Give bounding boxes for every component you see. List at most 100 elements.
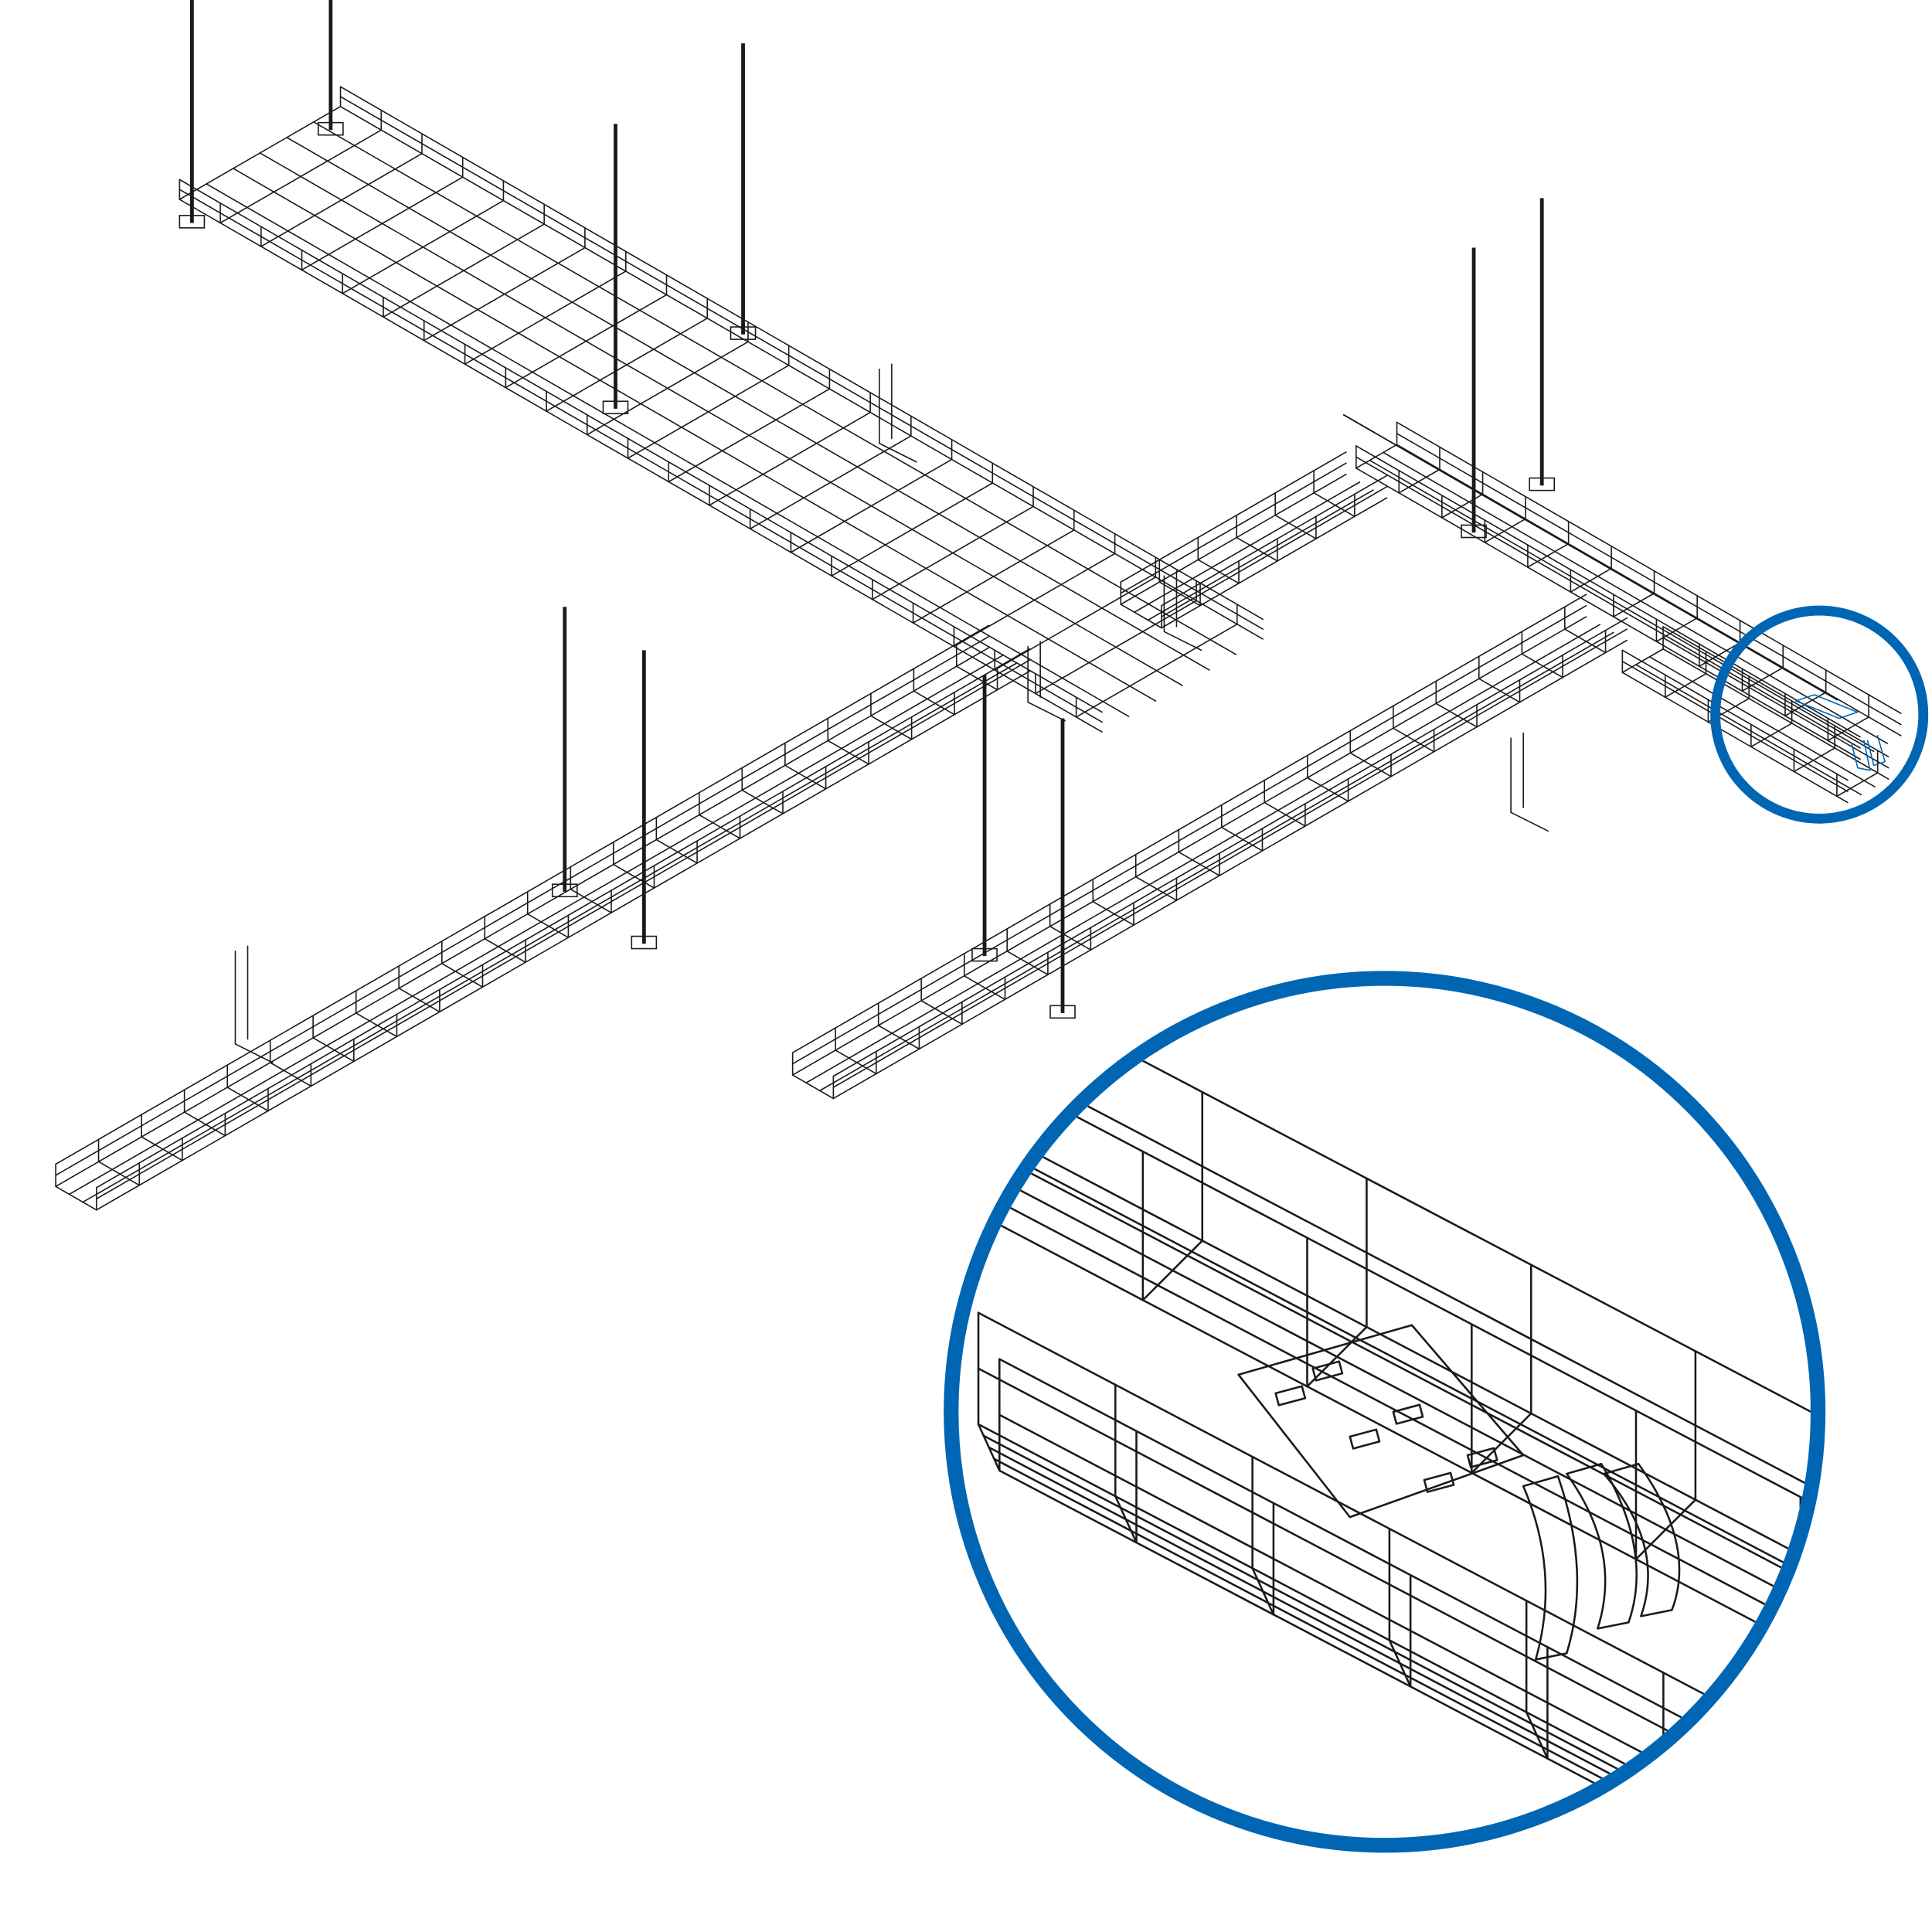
cross-wire	[1435, 680, 1478, 728]
floor-wire	[82, 662, 1017, 1203]
cross-wire	[505, 274, 668, 389]
cross-wire	[1120, 581, 1162, 629]
wall-bracket	[1027, 645, 1066, 722]
cross-wire	[1741, 645, 1784, 692]
floor-wire	[55, 647, 990, 1188]
cross-wire	[1141, 1090, 1204, 1301]
cross-wire	[791, 1052, 835, 1100]
cross-wire	[913, 668, 955, 716]
coupler-plate	[1794, 694, 1859, 719]
cross-wire	[1158, 559, 1201, 607]
cross-wire	[398, 965, 440, 1013]
longitudinal-wire	[1120, 451, 1347, 583]
cross-wire	[97, 1138, 141, 1186]
floor-wire	[1396, 444, 1902, 736]
floor-wire	[1383, 451, 1889, 744]
cable-tray-section	[1355, 421, 1902, 760]
cross-wire	[1655, 595, 1698, 642]
cross-wire	[1665, 651, 1707, 699]
wall-bracket	[1163, 575, 1202, 651]
cross-wire	[440, 940, 484, 988]
floor-wire	[1355, 467, 1861, 760]
cable-tray-section	[977, 1005, 1811, 1653]
longitudinal-wire	[1355, 456, 1861, 749]
longitudinal-wire	[1662, 626, 1889, 757]
cross-wire	[784, 742, 827, 790]
cross-wire	[835, 1027, 877, 1075]
floor-wire	[1134, 481, 1361, 613]
plate-slot	[1311, 1360, 1344, 1382]
cross-wire	[877, 1002, 920, 1050]
coupler-plate	[1237, 1324, 1525, 1519]
cable-tray-section	[55, 624, 1031, 1211]
longitudinal-wire	[1621, 649, 1849, 781]
cable-tray-section	[791, 594, 1628, 1100]
longitudinal-wire	[1342, 414, 1838, 701]
longitudinal-wire	[96, 648, 1031, 1189]
floor-wire	[805, 624, 1600, 1083]
bend-piece	[1866, 735, 1886, 767]
longitudinal-wire	[1036, 1079, 1811, 1519]
longitudinal-wire	[791, 594, 1587, 1053]
cross-wire	[977, 1311, 1001, 1472]
floor-wire	[1369, 459, 1875, 753]
floor-wire	[791, 616, 1587, 1076]
detail-marker-circle	[1710, 605, 1929, 824]
cross-wire	[627, 345, 790, 459]
longitudinal-wire	[339, 96, 1264, 630]
cross-wire	[1521, 631, 1563, 679]
floor-wire	[179, 199, 1103, 733]
rod-bracket	[971, 947, 998, 962]
plate-slot	[1466, 1447, 1498, 1468]
longitudinal-wire	[977, 1311, 1811, 1752]
cross-wire	[1621, 626, 1664, 673]
cross-wire	[1662, 1672, 1685, 1832]
cable-tray-section	[179, 86, 1264, 733]
floor-wire	[232, 168, 1157, 702]
cross-wire	[1355, 421, 1398, 469]
bend-piece	[1851, 740, 1871, 771]
cross-wire	[183, 1089, 226, 1137]
plate-slot	[1392, 1403, 1424, 1425]
longitudinal-wire	[1662, 637, 1889, 769]
cross-wire	[1251, 1455, 1275, 1616]
wall-bracket	[879, 368, 917, 463]
cross-wire	[1525, 1600, 1549, 1760]
floor-wire	[1621, 672, 1849, 804]
cross-wire	[55, 1163, 97, 1211]
cross-wire	[1793, 725, 1836, 773]
cross-wire	[1484, 495, 1526, 543]
cross-wire	[1478, 655, 1521, 703]
longitudinal-wire	[179, 179, 1103, 713]
cross-wire	[546, 298, 709, 412]
cable-tray-section	[977, 1311, 1811, 1838]
cross-wire	[1264, 779, 1306, 827]
bend-piece	[1565, 1462, 1638, 1630]
cross-wire	[526, 891, 570, 938]
cross-wire	[1750, 700, 1793, 748]
cross-wire	[1471, 1264, 1532, 1475]
cross-wire	[612, 841, 655, 889]
longitudinal-wire	[1396, 421, 1902, 714]
cross-wire	[1836, 750, 1879, 798]
floor-wire	[68, 655, 1003, 1196]
cross-wire	[790, 439, 953, 553]
cross-wire	[668, 368, 831, 483]
wall-bracket	[234, 950, 274, 1063]
cross-wire	[484, 916, 526, 963]
rod-bracket	[730, 326, 757, 340]
cross-wire	[423, 227, 586, 342]
cross-wire	[1349, 730, 1392, 777]
cross-wire	[269, 1039, 312, 1087]
cross-wire	[1784, 669, 1827, 717]
longitudinal-wire	[55, 624, 990, 1165]
floor-wire	[313, 121, 1237, 655]
cross-wire	[1388, 1527, 1412, 1688]
floor-wire	[1662, 648, 1889, 780]
cross-wire	[1197, 536, 1240, 584]
cross-wire	[312, 1015, 355, 1063]
longitudinal-wire	[998, 1358, 1811, 1798]
cross-wire	[956, 643, 998, 691]
